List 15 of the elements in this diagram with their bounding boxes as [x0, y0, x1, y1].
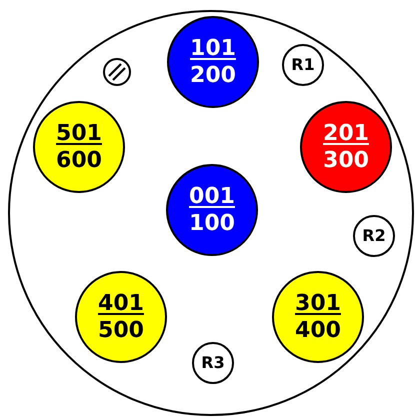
port-label: R3	[201, 355, 225, 371]
port-label: 200	[190, 64, 236, 86]
port-label: 500	[98, 320, 144, 342]
port-label: 400	[295, 320, 341, 342]
port-label: 100	[189, 212, 235, 234]
port-number: 401	[98, 292, 144, 314]
port-number: 301	[295, 292, 341, 314]
port-number: 201	[323, 122, 369, 144]
port-number: 501	[56, 122, 102, 144]
port-number: 001	[189, 186, 235, 208]
port-label: R2	[362, 228, 386, 244]
port-label: 300	[323, 150, 369, 172]
port-number: 101	[190, 38, 236, 60]
port-label: R1	[291, 57, 315, 73]
port-label: 600	[56, 150, 102, 172]
